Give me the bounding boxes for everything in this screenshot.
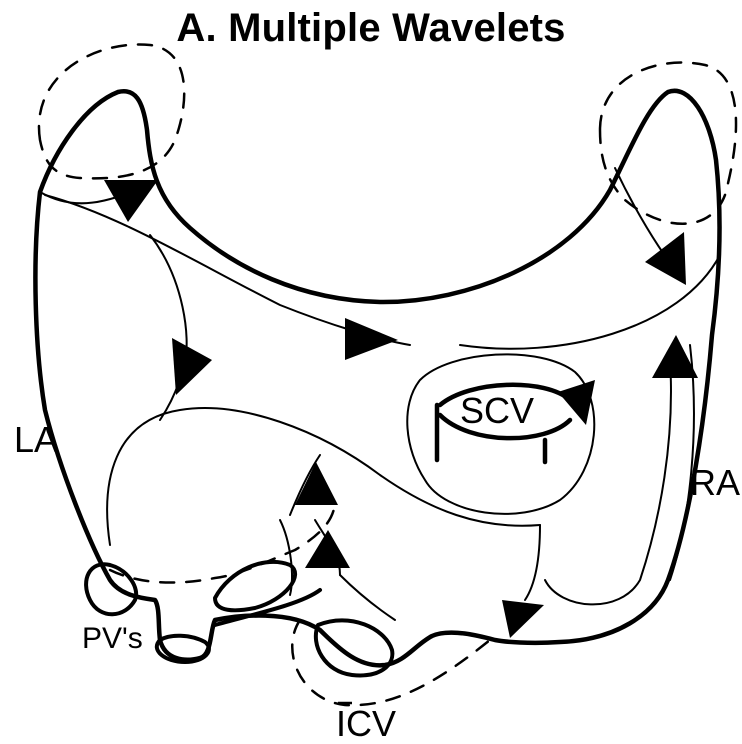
dashed-ra-appendage bbox=[600, 63, 736, 224]
arrow-center-up bbox=[295, 462, 338, 505]
label-scv: SCV bbox=[460, 390, 534, 431]
dashed-pv-area bbox=[110, 500, 335, 583]
label-pvs: PV's bbox=[82, 622, 143, 655]
arrow-ra-down bbox=[502, 600, 544, 638]
label-ra: RA bbox=[690, 462, 740, 503]
wavelet-paths bbox=[40, 168, 720, 620]
arrow-roof bbox=[345, 318, 398, 360]
label-la: LA bbox=[14, 419, 58, 460]
arrow-la-appendage bbox=[104, 180, 158, 222]
arrow-center-up-2 bbox=[305, 530, 350, 568]
dashed-la-appendage bbox=[39, 45, 184, 179]
label-icv: ICV bbox=[336, 703, 396, 744]
arrow-ra-appendage bbox=[645, 232, 686, 285]
arrow-la-inner bbox=[172, 338, 212, 395]
arrow-scv bbox=[558, 380, 595, 425]
